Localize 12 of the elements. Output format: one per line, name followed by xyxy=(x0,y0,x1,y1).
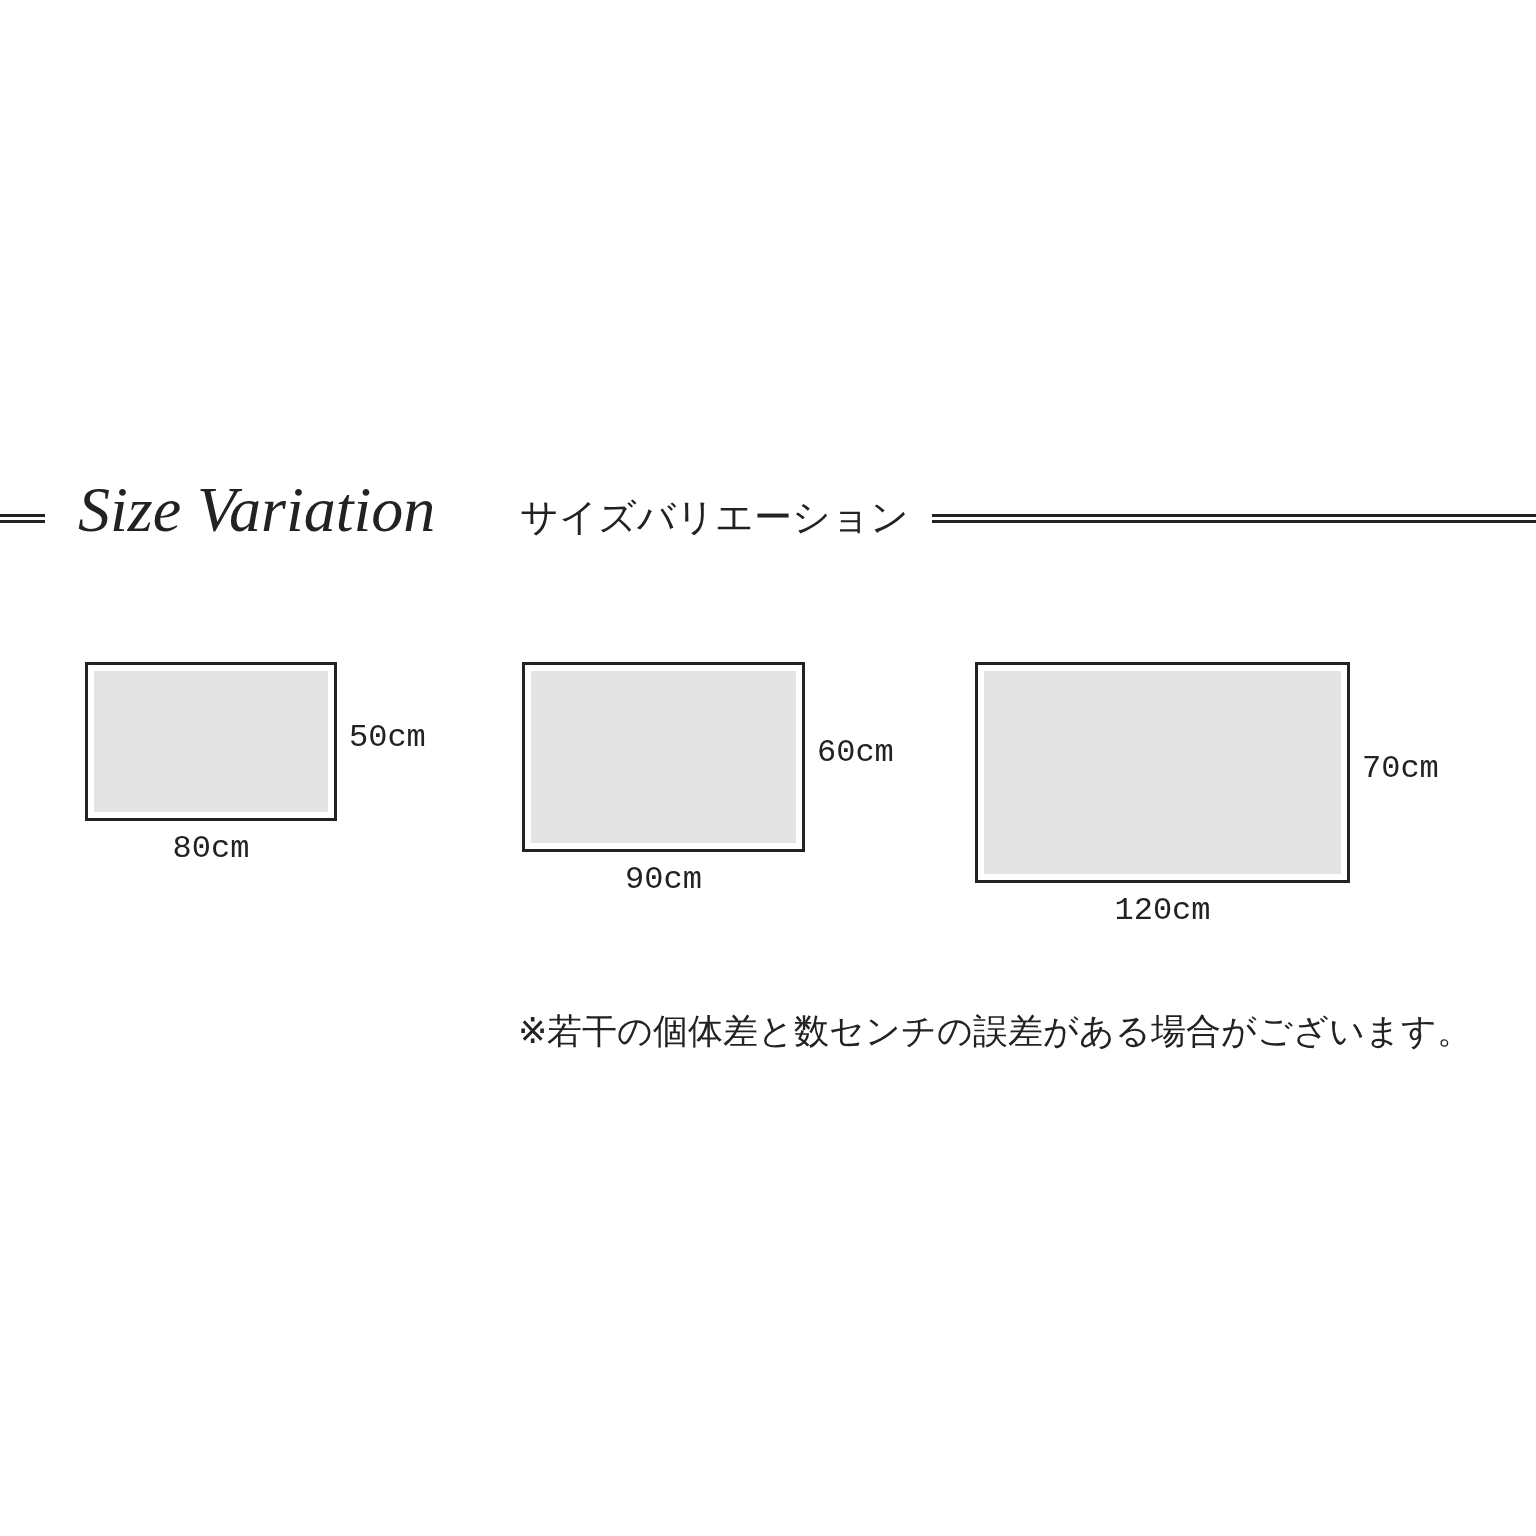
dimension-label: 60cm xyxy=(817,737,894,769)
size-rectangle xyxy=(522,662,805,852)
dimension-label: 80cm xyxy=(172,833,250,865)
dimension-label: 120cm xyxy=(1114,895,1211,927)
dimension-label: 70cm xyxy=(1362,752,1439,785)
subtitle: サイズバリエーション xyxy=(520,498,909,536)
size-rectangle xyxy=(975,662,1350,883)
note-text: ※若干の個体差と数センチの誤差がある場合がございます。 xyxy=(518,1014,1473,1049)
dimension-label: 90cm xyxy=(625,864,702,896)
dimension-label: 50cm xyxy=(349,721,426,754)
size-rectangle xyxy=(85,662,337,821)
title: Size Variation xyxy=(78,478,436,542)
